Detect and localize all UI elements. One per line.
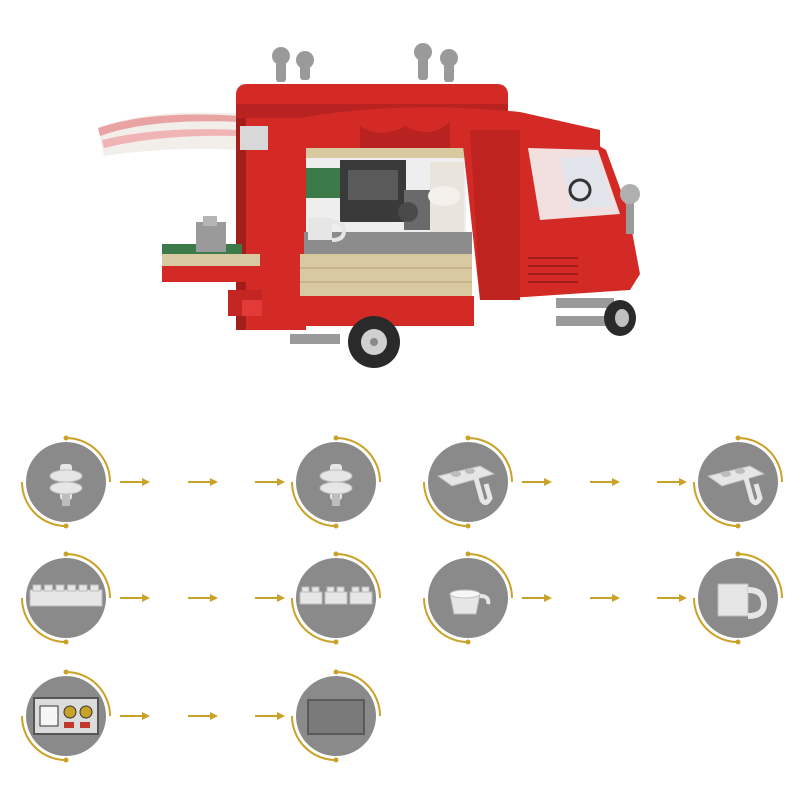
replacement-part-circle [288,668,384,764]
original-part-circle [18,550,114,646]
replacement-part-circle [288,434,384,530]
roof [236,84,600,152]
side-tray [162,216,260,282]
arrow-right-icon [187,712,218,720]
kitchen-window [304,148,472,258]
arrow-right-icon [522,478,553,486]
roof-clips [272,43,458,82]
arrow-right-icon [254,478,285,486]
rear-body [228,118,306,330]
arrow-right-icon [120,594,151,602]
replacement-part-circle [690,550,786,646]
replacement-part-circle [288,550,384,646]
cab [460,118,640,326]
original-part-circle [420,550,516,646]
technic-pin-connector-icon [319,464,353,506]
arrow-right-icon [656,478,687,486]
food-truck-image [98,43,640,368]
cup-icon [449,589,491,615]
arrow-right-icon [656,594,687,602]
arrow-right-icon [187,478,218,486]
tile-plain-icon [307,699,365,735]
awning [98,112,240,156]
plate-with-clip-icon [436,465,496,506]
replacement-part-circle [690,434,786,530]
arrow-right-icon [589,594,620,602]
arrow-right-icon [522,594,553,602]
technic-pin-connector-icon [49,464,83,506]
counter-panel [290,254,474,326]
original-part-circle [18,434,114,530]
arrow-right-icon [254,712,285,720]
printed-tile-gauges-icon [33,697,99,735]
arrow-right-icon [589,478,620,486]
original-part-circle [420,434,516,530]
arrow-right-icon [120,712,151,720]
wheels [290,300,636,368]
arrow-right-icon [120,478,151,486]
plate-with-clip-icon [706,465,766,506]
brick-1x6-icon [29,584,103,607]
mug-icon [717,583,768,619]
original-part-circle [18,668,114,764]
plate-1x2-triple-icon [299,586,373,605]
arrow-right-icon [254,594,285,602]
arrow-right-icon [187,594,218,602]
